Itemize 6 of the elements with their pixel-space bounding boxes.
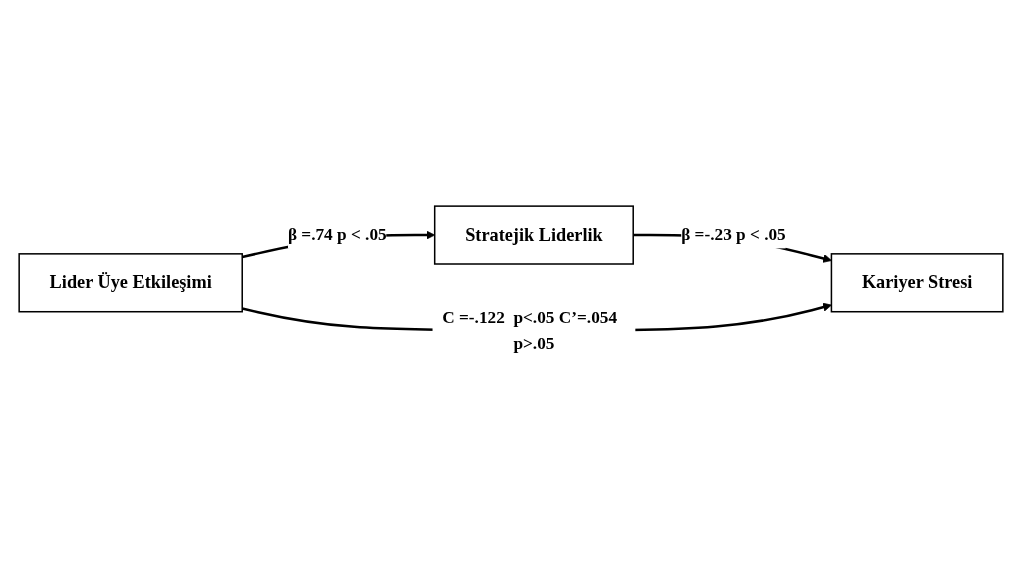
edge-label: C =-.122 p<.05 C’=.054 p>.05 (442, 307, 618, 354)
edge-label: β =-.23 p < .05 (681, 225, 786, 245)
node-box: Kariyer Stresi (830, 253, 1004, 313)
node-box: Stratejik Liderlik (433, 205, 634, 265)
node-box: Lider Üye Etkileşimi (18, 253, 243, 313)
edge-label: β =.74 p < .05 (287, 225, 387, 245)
